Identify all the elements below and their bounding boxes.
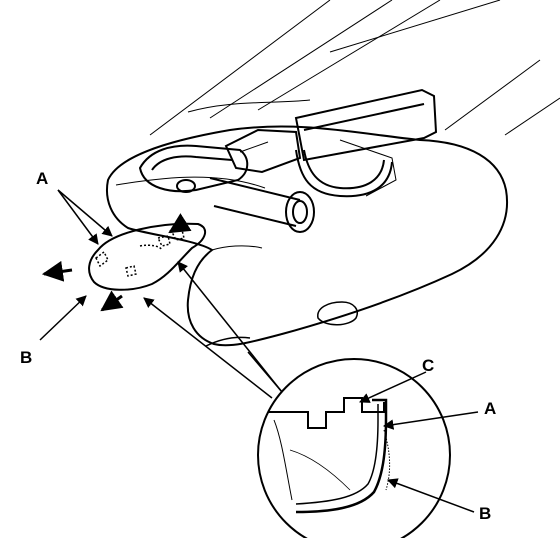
label-a-left: A	[36, 169, 49, 188]
label-b-right: B	[479, 504, 492, 523]
detail-arrows	[359, 371, 479, 513]
movement-arrows	[41, 213, 192, 312]
cover-plate	[88, 222, 207, 291]
bracket	[224, 88, 438, 174]
label-c: C	[422, 356, 435, 375]
hoses	[295, 139, 397, 198]
label-a-right: A	[484, 399, 497, 418]
cover-plate-clips	[95, 229, 185, 277]
label-b-left: B	[20, 348, 33, 367]
filler-neck	[138, 144, 315, 233]
detail-circle	[257, 358, 451, 538]
background-lines	[149, 0, 560, 136]
detail-view	[257, 358, 451, 538]
leader-lines	[39, 189, 283, 399]
